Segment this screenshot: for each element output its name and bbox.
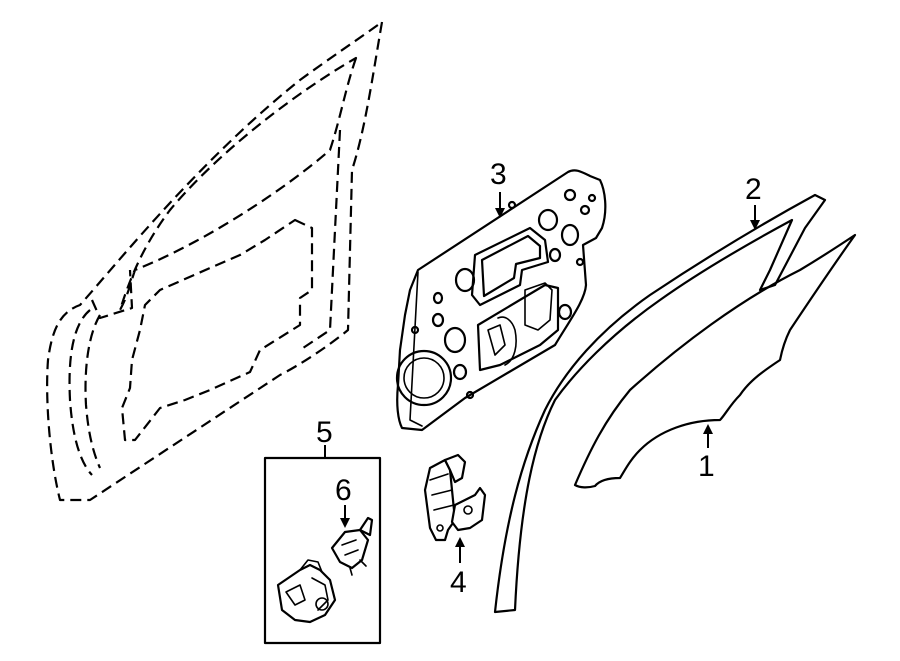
door-trim-panel	[395, 169, 607, 432]
callout-4: 4	[450, 566, 467, 599]
glass-run-channel	[493, 193, 827, 614]
callout-6: 6	[335, 474, 352, 507]
callout-3: 3	[490, 158, 507, 191]
callout-5: 5	[316, 416, 333, 449]
callout-1: 1	[698, 450, 715, 483]
lock-actuator	[330, 516, 374, 576]
lock-assembly-box	[263, 456, 382, 645]
window-regulator	[423, 453, 487, 542]
door-glass	[573, 233, 857, 489]
callout-arrows	[324, 192, 760, 563]
callout-2: 2	[745, 173, 762, 206]
door-shell-outline	[46, 20, 384, 502]
